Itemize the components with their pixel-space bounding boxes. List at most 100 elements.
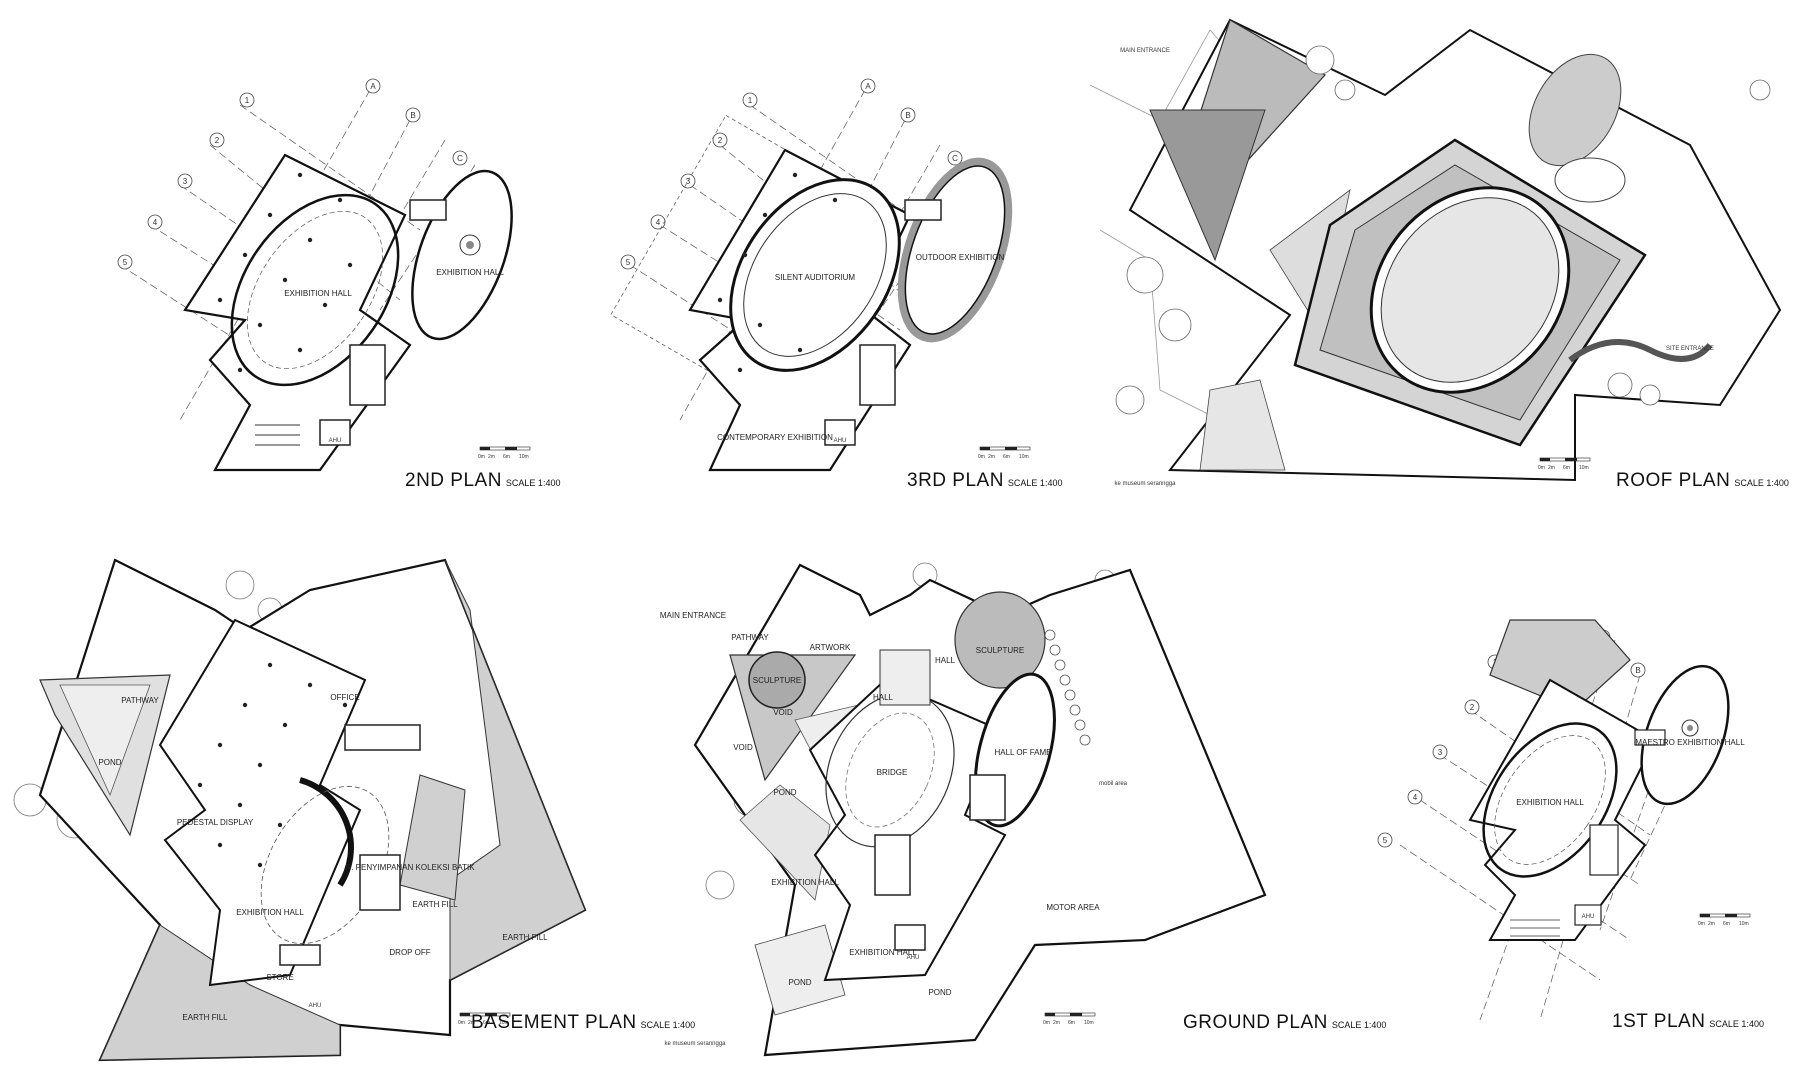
grid-label: B <box>905 111 910 120</box>
plan-mark <box>1687 725 1693 731</box>
plan-mark <box>337 197 343 203</box>
room-label: ARTWORK <box>810 643 851 652</box>
room-label: EARTH FILL <box>412 900 458 909</box>
plan-mark <box>620 254 636 270</box>
grid-label: C <box>457 154 463 163</box>
plan-mark <box>860 78 876 94</box>
plan-mark <box>1432 744 1448 760</box>
plan-mark <box>705 870 735 900</box>
room-block <box>485 1013 497 1016</box>
plan-mark <box>792 172 798 178</box>
room-block <box>859 344 896 406</box>
room-label: AHU <box>834 438 847 444</box>
grid-label: B <box>410 111 415 120</box>
plan-1st: A B C D 1 2 3 4 5 EXH <box>1377 619 1800 1073</box>
plan-mark <box>947 150 963 166</box>
plan-mark <box>1749 79 1771 101</box>
room-block <box>894 924 926 951</box>
room-label: MOTOR AREA <box>1046 903 1100 912</box>
plan-ellipse <box>743 193 887 357</box>
room-block <box>1565 458 1577 461</box>
plan-mark <box>1630 662 1646 678</box>
grid-label: 4 <box>1413 793 1418 802</box>
room-label: AHU <box>907 955 920 961</box>
plan-shape <box>739 784 831 901</box>
plan-ellipse <box>845 712 935 828</box>
plan-mark <box>797 347 803 353</box>
plan-text: 6m <box>1563 465 1570 471</box>
plan-mark <box>1407 789 1423 805</box>
room-block <box>480 447 490 450</box>
plan-text: 10m <box>1084 1020 1094 1026</box>
plan-mark <box>217 297 223 303</box>
room-label: SILENT AUDITORIUM <box>775 273 856 282</box>
room-block <box>1574 904 1602 926</box>
grid-label: 3 <box>183 177 188 186</box>
room-label: POND <box>928 988 951 997</box>
site-label: MAIN ENTRANCE <box>1120 48 1170 54</box>
scale-bar <box>979 446 1031 451</box>
grid-bubble <box>452 150 468 166</box>
plan-3rd: A B C D 1 2 3 4 5 S <box>580 0 1080 491</box>
plan-mark <box>459 234 481 256</box>
plan-text: 10m <box>499 1020 509 1026</box>
plan-mark <box>757 322 763 328</box>
plan-mark <box>242 252 248 258</box>
plan-text: 2m <box>1708 921 1715 927</box>
grid-label: 2 <box>718 136 723 145</box>
room-label: MAESTRO EXHIBITION HALL <box>1635 738 1745 747</box>
grid-label: C <box>952 154 958 163</box>
plan-text: 0m <box>1043 1020 1050 1026</box>
plan-scale: SCALE 1:400 <box>1734 478 1789 488</box>
plan-mark <box>1054 659 1066 671</box>
plan-mark <box>1377 832 1393 848</box>
plan-mark <box>1079 734 1091 746</box>
room-label: MAIN ENTRANCE <box>660 611 726 620</box>
plan-mark <box>242 702 248 708</box>
plan-text: 0m <box>478 454 485 460</box>
earth-fill <box>99 924 341 1061</box>
plan-mark <box>748 651 806 709</box>
room-block <box>1540 458 1550 461</box>
plan-scale: SCALE 1:400 <box>505 478 561 488</box>
plan-shape <box>754 924 846 1016</box>
scale-bar <box>459 1012 511 1017</box>
room-label: EXHIBITION HALL <box>849 948 917 957</box>
plan-shape <box>1489 619 1631 711</box>
scale-bar <box>1539 457 1591 462</box>
grid-label: B <box>1635 666 1640 675</box>
room-block <box>1070 1013 1082 1016</box>
room-label: ke museum seranngga <box>664 1041 726 1047</box>
plan-text: 0m <box>458 1020 465 1026</box>
room-block <box>1045 1013 1055 1016</box>
plan-text: 6m <box>503 454 510 460</box>
plan-mark <box>1059 674 1071 686</box>
plan-mark <box>282 277 288 283</box>
grid-label: 5 <box>1383 836 1388 845</box>
plan-text: 6m <box>1003 454 1010 460</box>
plan-mark <box>1064 689 1076 701</box>
plan-text: 10m <box>1019 454 1029 460</box>
plan-title-text: ROOF PLAN <box>1616 470 1731 491</box>
plan-scale: SCALE 1:400 <box>1007 478 1063 488</box>
room-label: HALL <box>935 656 956 665</box>
room-block <box>824 419 856 446</box>
plan-ellipse <box>954 591 1046 689</box>
grid-label: 5 <box>123 258 128 267</box>
plan-mark <box>322 302 328 308</box>
plan-mark <box>1464 699 1480 715</box>
plan-mark <box>737 367 743 373</box>
plan-text: 6m <box>483 1020 490 1026</box>
room-label: BRIDGE <box>877 768 908 777</box>
plan-shape <box>1149 109 1266 262</box>
plan-mark <box>1639 384 1661 406</box>
room-label: AHU <box>329 438 342 444</box>
plan-mark <box>237 367 243 373</box>
room-label: EARTH FILL <box>182 1013 228 1022</box>
plan-title-text: GROUND PLAN <box>1183 1012 1328 1033</box>
room-label: AHU <box>1582 914 1595 920</box>
plan-mark <box>762 212 768 218</box>
plan-roof-drawing: MAIN ENTRANCE SITE ENTRANCE ke museum se… <box>1089 18 1782 487</box>
plan-scale: SCALE 1:400 <box>640 1020 696 1030</box>
